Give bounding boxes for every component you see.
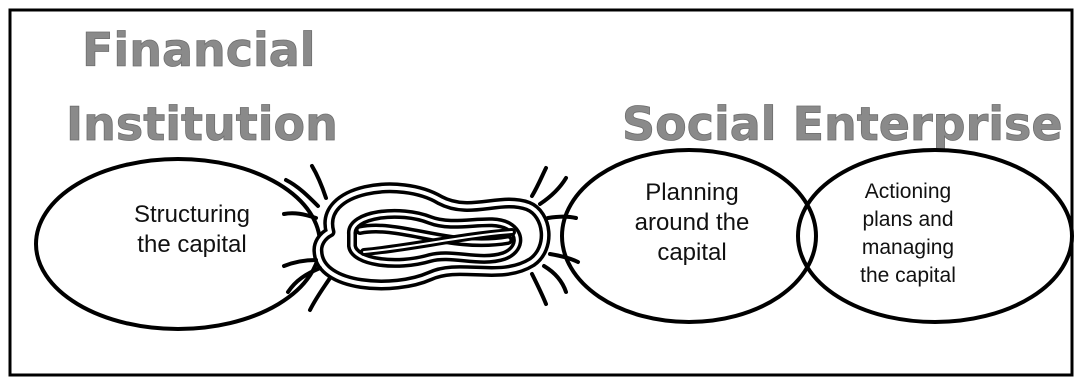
knot-icon	[282, 164, 580, 312]
structuring-label-line1: Structuring	[134, 201, 250, 228]
social-enterprise-heading: Social Enterprise	[622, 97, 1063, 151]
planning-ellipse	[560, 148, 818, 324]
planning-label-line1: Planning	[645, 179, 738, 206]
planning-label-line3: capital	[657, 239, 726, 266]
actioning-ellipse	[796, 148, 1074, 324]
planning-label-line2: around the	[635, 209, 750, 236]
financial-institution-heading-line1: Financial	[82, 23, 316, 77]
financial-institution-heading-line2: Institution	[66, 97, 338, 151]
actioning-label-line2: plans and	[862, 208, 953, 231]
diagram-border	[8, 8, 1074, 377]
actioning-label-line4: the capital	[860, 264, 956, 287]
actioning-label-line3: managing	[862, 236, 954, 259]
actioning-label-line1: Actioning	[865, 180, 951, 203]
structuring-label-line2: the capital	[137, 231, 246, 258]
